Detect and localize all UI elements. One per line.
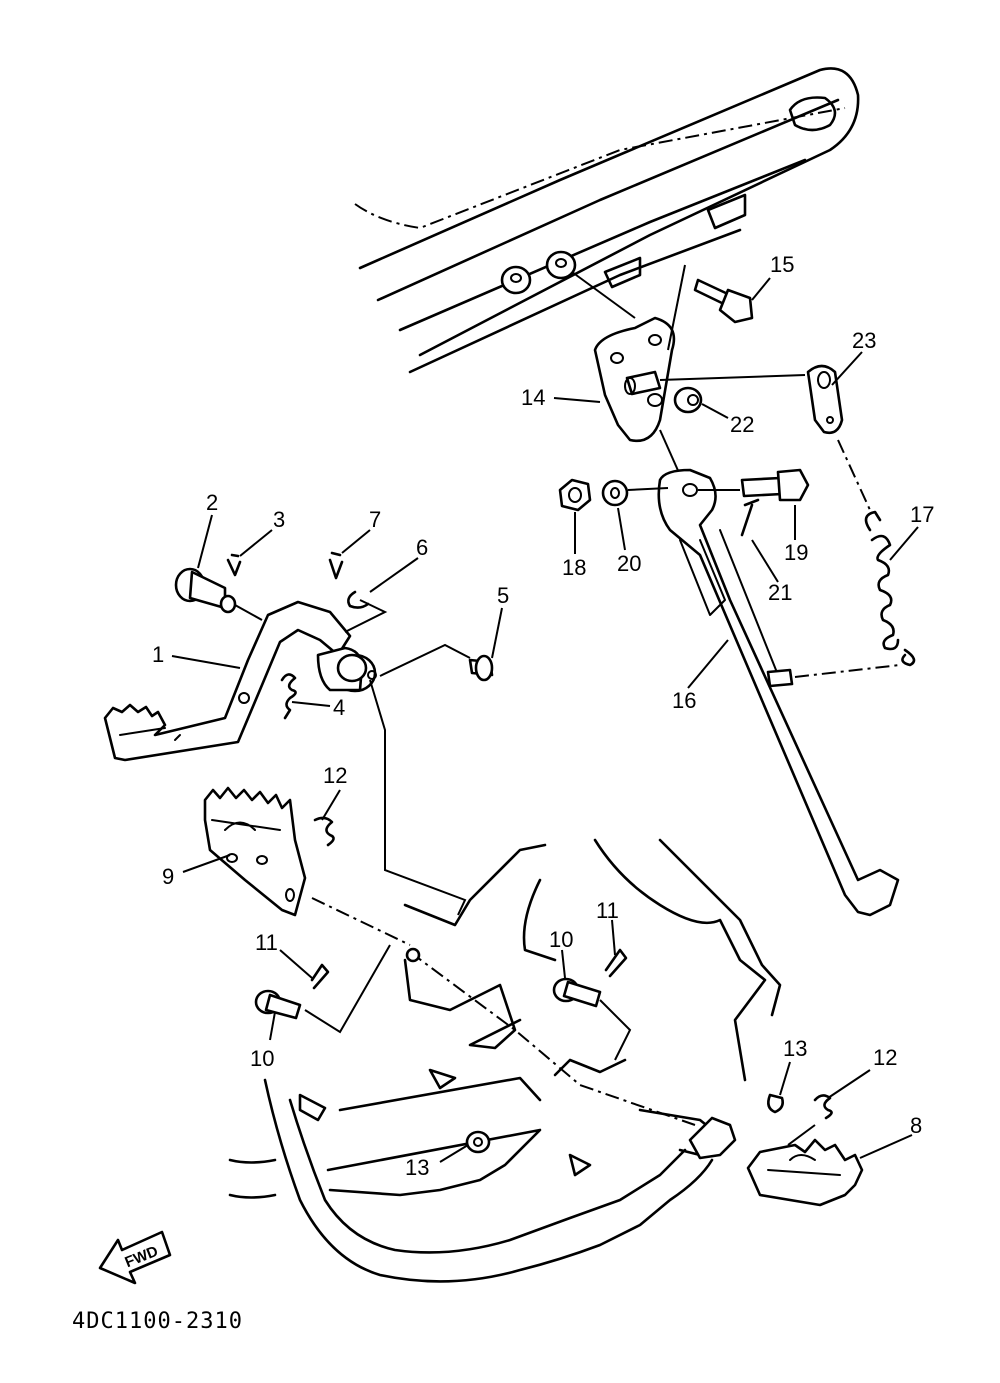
footrest-pin-10a (254, 989, 302, 1020)
callout-11b: 11 (596, 898, 619, 923)
callout-22: 22 (730, 412, 754, 437)
callout-7: 7 (369, 507, 381, 532)
bolt-15 (693, 278, 754, 324)
callout-12b: 12 (873, 1045, 897, 1070)
callout-20: 20 (617, 551, 641, 576)
footrest-spring-12a (313, 816, 335, 847)
footrest-spring-12b (813, 1094, 833, 1120)
leader-pin-10a (304, 944, 391, 1034)
dash-frame (409, 951, 696, 1126)
callout-19: 19 (784, 540, 808, 565)
callout-10a: 10 (250, 1046, 274, 1071)
callout-6: 6 (416, 535, 428, 560)
nut-18 (558, 478, 592, 512)
frame-lower (228, 838, 782, 1283)
washer-13b (465, 1130, 491, 1154)
callout-23: 23 (852, 328, 876, 353)
sidestand (627, 468, 900, 917)
washer-20 (601, 479, 629, 507)
callout-21: 21 (768, 580, 792, 605)
callout-17: 17 (910, 502, 934, 527)
callout-9: 9 (162, 864, 174, 889)
callout-4: 4 (333, 695, 345, 720)
callout-2: 2 (206, 490, 218, 515)
cotter-pin-3 (226, 553, 242, 577)
drawing-code: 4DC1100-2310 (72, 1309, 243, 1334)
spring-pin (766, 664, 901, 688)
cotter-pin-11b (604, 948, 628, 978)
cotter-pin-7 (328, 551, 344, 580)
callout-15: 15 (770, 252, 794, 277)
return-spring-4 (280, 673, 297, 720)
dash-footrest-left (311, 897, 411, 946)
swingarm-frame (354, 67, 860, 374)
frame-boss (405, 947, 421, 963)
footrest-pin-10b (552, 977, 602, 1008)
callout-11a: 11 (255, 930, 278, 955)
callout-14: 14 (521, 385, 545, 410)
bolt-19 (740, 468, 810, 502)
callout-8: 8 (910, 1113, 922, 1138)
callout-13a: 13 (783, 1036, 807, 1061)
callout-3: 3 (273, 507, 285, 532)
forward-arrow-icon: FWD (98, 1230, 172, 1285)
pin-5 (468, 654, 494, 682)
footrest-rider-left (203, 786, 307, 917)
washer-6 (347, 590, 370, 609)
washer-13b-hole (473, 1137, 483, 1147)
callout-10b: 10 (549, 927, 573, 952)
callout-1: 1 (152, 642, 164, 667)
brake-pedal (103, 600, 471, 916)
leader-pin-10b (599, 999, 632, 1061)
cotter-pin-11a (310, 963, 330, 990)
callout-leaders (171, 277, 919, 1163)
callout-5: 5 (497, 583, 509, 608)
callout-18: 18 (562, 555, 586, 580)
callout-16: 16 (672, 688, 696, 713)
cotter-pin-21 (740, 498, 760, 537)
leader-washer-6 (344, 599, 388, 633)
washer-13a (767, 1093, 784, 1114)
callout-12a: 12 (323, 763, 347, 788)
callout-13b: 13 (405, 1155, 429, 1180)
spring-17 (864, 510, 916, 667)
collar-22 (673, 386, 703, 414)
sidestand-bracket (593, 264, 806, 476)
spring-hook-plate-23 (806, 364, 871, 511)
pivot-shaft-2 (174, 567, 263, 621)
callout-numbers: 2 3 7 6 5 1 4 12 9 11 10 11 10 13 13 12 … (152, 252, 934, 1180)
footrest-rider-right (688, 1116, 864, 1207)
